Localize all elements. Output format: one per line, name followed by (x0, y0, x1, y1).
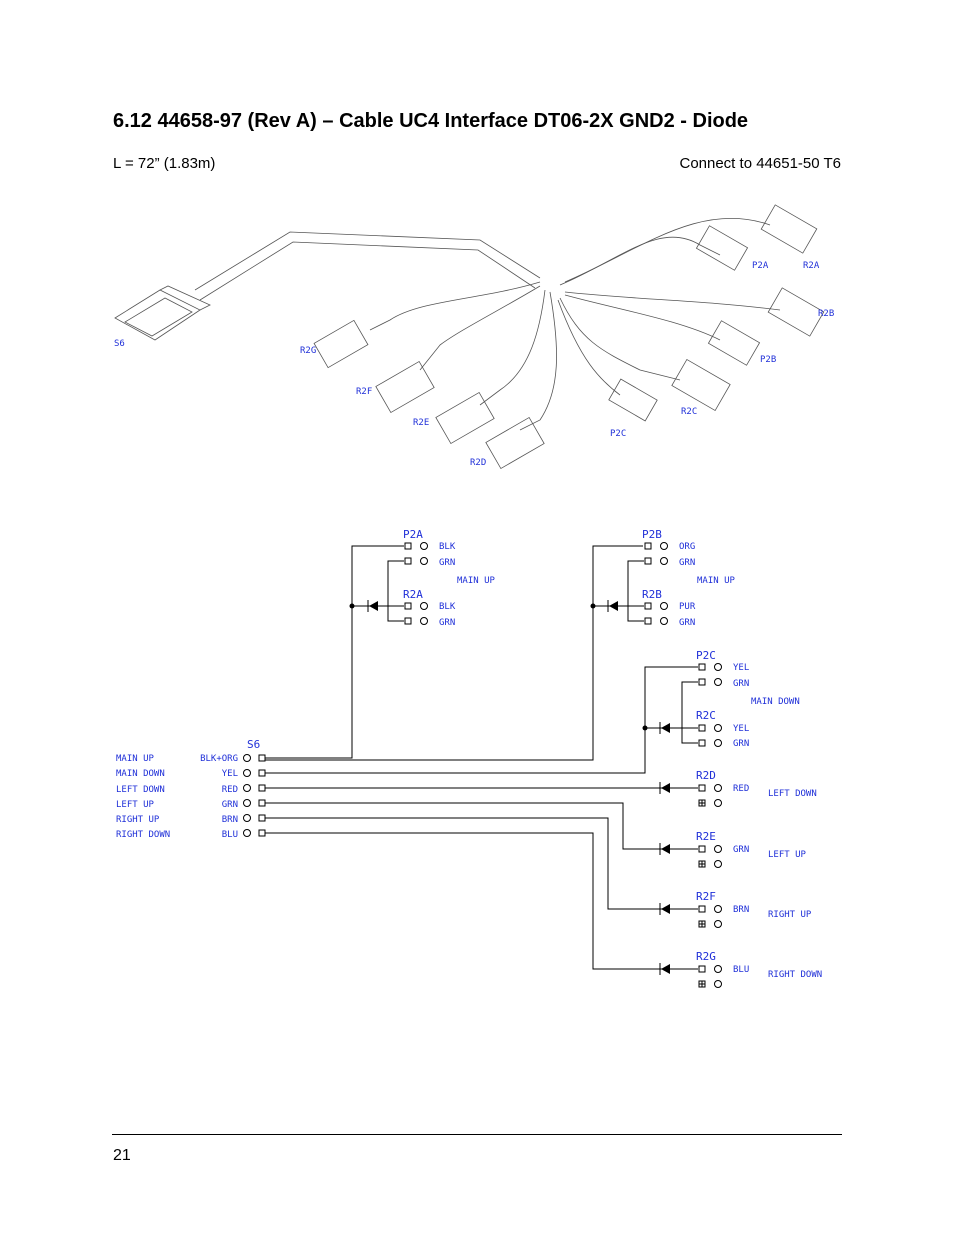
s6-wire: GRN (222, 800, 238, 810)
p2a-pin1-wire: BLK (439, 542, 456, 552)
s6-func: LEFT UP (116, 800, 155, 810)
p2c-pin2-wire: GRN (733, 679, 749, 689)
illus-label-r2e: R2E (413, 418, 429, 428)
r2a-pin1-wire: BLK (439, 602, 456, 612)
r2a-pin2-wire: GRN (439, 618, 455, 628)
r2b-pin2-wire: GRN (679, 618, 695, 628)
s6-wire: RED (222, 785, 238, 795)
r2f-label: R2F (696, 890, 716, 903)
s6-wire: BRN (222, 815, 238, 825)
r2c-pin1-wire: YEL (733, 724, 749, 734)
illus-label-r2f: R2F (356, 387, 372, 397)
r2d-pin1-wire: RED (733, 784, 749, 794)
footer-rule (112, 1134, 842, 1135)
r2g-func: RIGHT DOWN (768, 970, 822, 980)
illus-label-r2b: R2B (818, 309, 834, 319)
s6-func: LEFT DOWN (116, 785, 165, 795)
r2g-group: R2G BLU RIGHT DOWN (659, 950, 822, 988)
illus-label-r2d: R2D (470, 458, 486, 468)
r2b-label: R2B (642, 588, 662, 601)
r2c-pin2-wire: GRN (733, 739, 749, 749)
s6-rows: MAIN UP MAIN DOWN LEFT DOWN LEFT UP RIGH… (116, 754, 266, 840)
r2e-group: R2E GRN LEFT UP (659, 830, 807, 868)
page-title: 6.12 44658-97 (Rev A) – Cable UC4 Interf… (113, 110, 749, 132)
s6-func: RIGHT DOWN (116, 830, 170, 840)
illus-label-r2a: R2A (803, 261, 820, 271)
s6-wire: BLU (222, 830, 238, 840)
r2f-group: R2F BRN RIGHT UP (659, 890, 812, 928)
r2g-label: R2G (696, 950, 716, 963)
p2b-pin1-wire: ORG (679, 542, 695, 552)
p2b-r2b-group: P2B ORG GRN MAIN UP R2B PUR GRN (590, 528, 736, 628)
r2e-func: LEFT UP (768, 850, 807, 860)
r2f-func: RIGHT UP (768, 910, 812, 920)
p2c-label: P2C (696, 649, 716, 662)
r2a-label: R2A (403, 588, 423, 601)
connect-note: Connect to 44651-50 T6 (679, 155, 841, 172)
r2g-pin1-wire: BLU (733, 965, 749, 975)
p2a-r2a-group: P2A BLK GRN MAIN UP R2A BLK GRN (349, 528, 496, 628)
illus-label-r2g: R2G (300, 346, 316, 356)
r2c-label: R2C (696, 709, 716, 722)
r2d-group: R2D RED LEFT DOWN (659, 769, 817, 807)
s6-func: RIGHT UP (116, 815, 160, 825)
page-number: 21 (113, 1147, 131, 1164)
illus-label-p2a: P2A (752, 261, 769, 271)
r2e-pin1-wire: GRN (733, 845, 749, 855)
p2a-pin2-wire: GRN (439, 558, 455, 568)
p2b-pin2-wire: GRN (679, 558, 695, 568)
s6-func: MAIN UP (116, 754, 155, 764)
r2a-func: MAIN UP (457, 576, 496, 586)
r2e-label: R2E (696, 830, 716, 843)
s6-label: S6 (247, 738, 260, 751)
illus-label-p2b: P2B (760, 355, 776, 365)
p2b-label: P2B (642, 528, 662, 541)
r2d-label: R2D (696, 769, 716, 782)
s6-wire: YEL (222, 769, 238, 779)
illus-label-p2c: P2C (610, 429, 626, 439)
r2f-pin1-wire: BRN (733, 905, 749, 915)
illus-label-s6: S6 (114, 339, 125, 349)
illus-label-r2c: R2C (681, 407, 697, 417)
s6-wire: BLK+ORG (200, 754, 238, 764)
cable-length: L = 72” (1.83m) (113, 155, 216, 172)
s6-connector-shape (114, 285, 211, 341)
p2c-r2c-group: P2C YEL GRN MAIN DOWN R2C YEL GRN (642, 649, 800, 749)
r2b-pin1-wire: PUR (679, 602, 696, 612)
p2c-pin1-wire: YEL (733, 663, 749, 673)
s6-func: MAIN DOWN (116, 769, 165, 779)
p2a-label: P2A (403, 528, 423, 541)
r2b-func: MAIN UP (697, 576, 736, 586)
s6-wires (265, 545, 698, 970)
r2c-func: MAIN DOWN (751, 697, 800, 707)
r2d-func: LEFT DOWN (768, 789, 817, 799)
